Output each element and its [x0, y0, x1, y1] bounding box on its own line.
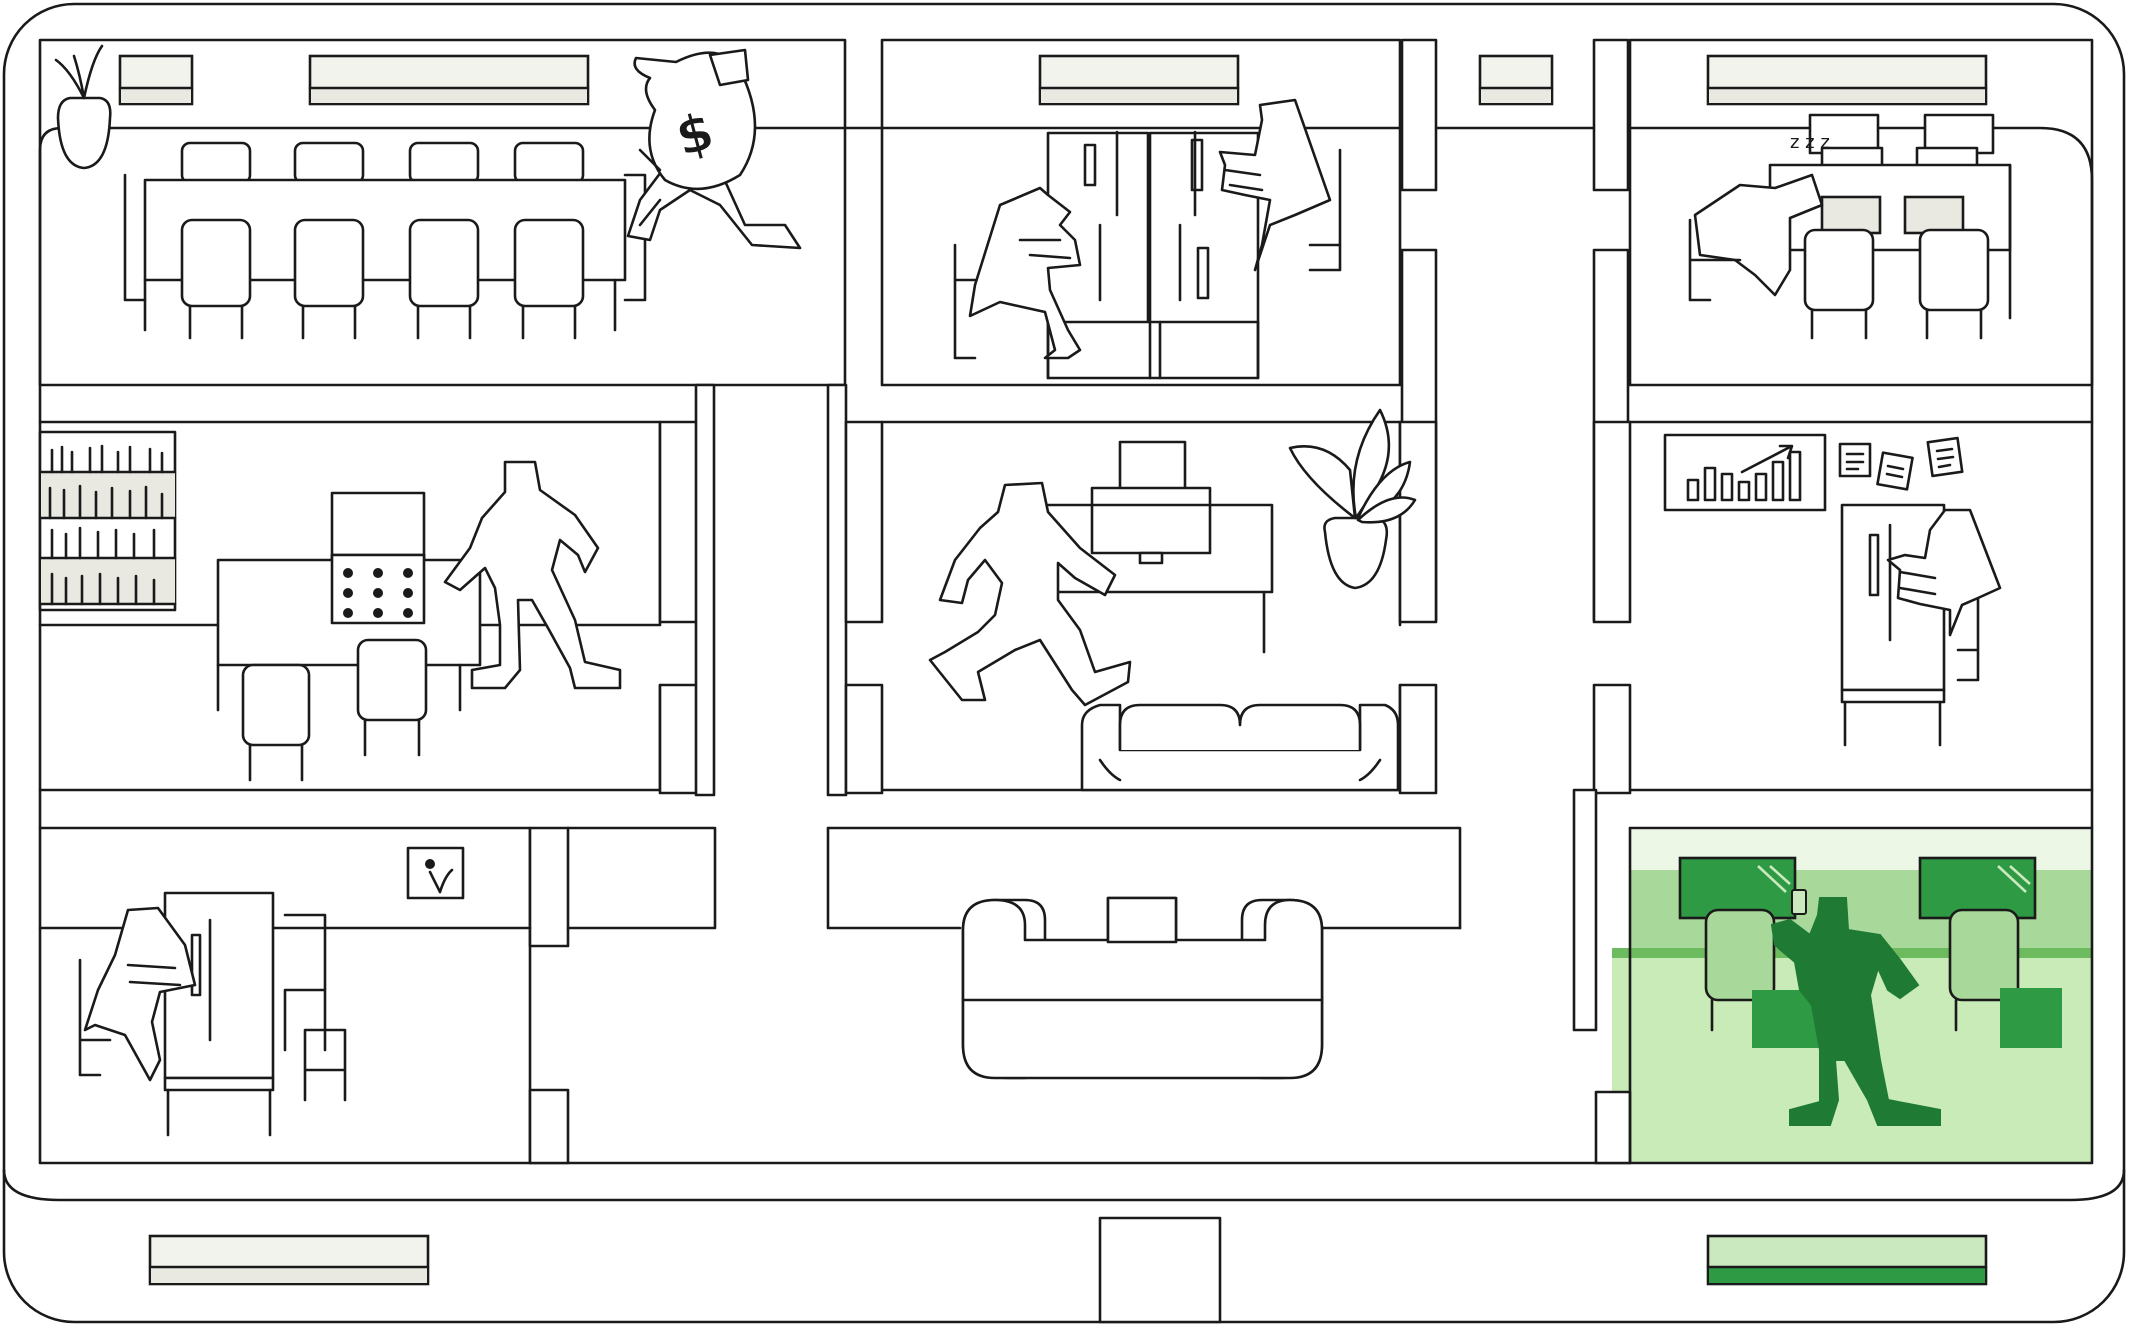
middle-left-room-walls	[38, 383, 716, 797]
sticky-notes	[1838, 436, 1964, 491]
person-at-desk-right	[1218, 98, 1342, 272]
lounge-sofa	[961, 896, 1324, 1080]
chart-whiteboard	[1663, 433, 1827, 512]
entrance-door[interactable]	[1098, 1216, 1222, 1324]
person-on-phone-highlighted[interactable]	[1770, 889, 1941, 1126]
sofa-middle	[1080, 703, 1400, 792]
phone-icon	[1791, 889, 1807, 915]
conference-table	[123, 141, 647, 340]
presenting-person	[1886, 508, 2002, 637]
wall-signs	[118, 54, 1988, 1286]
sleeping-worker	[1688, 173, 1824, 302]
bottom-right-room-walls	[1572, 788, 2094, 1165]
sleep-icon: z z z	[1790, 132, 1830, 153]
bottom-center-lounge-walls	[826, 826, 1462, 930]
thief-with-money-bag: $	[626, 48, 802, 250]
walking-person	[928, 481, 1132, 707]
middle-center-room-walls	[826, 383, 1438, 797]
person-at-bottom-left-desk	[83, 906, 197, 1082]
person-at-printer	[443, 460, 622, 690]
office-desk-with-printer	[216, 491, 482, 782]
potted-plant-large	[1288, 408, 1417, 590]
wall-art	[406, 846, 465, 900]
computer-desk	[1038, 440, 1274, 654]
top-left-room-walls	[38, 38, 847, 387]
person-at-desk-left	[953, 186, 1082, 360]
green-monitors	[1678, 856, 2062, 1048]
potted-plant	[54, 44, 112, 170]
bookshelf	[38, 430, 177, 612]
top-center-room-walls	[880, 38, 1402, 387]
standing-desks	[1046, 130, 1260, 380]
middle-right-room-walls	[1592, 420, 2094, 795]
top-right-room-walls	[1628, 38, 2094, 387]
